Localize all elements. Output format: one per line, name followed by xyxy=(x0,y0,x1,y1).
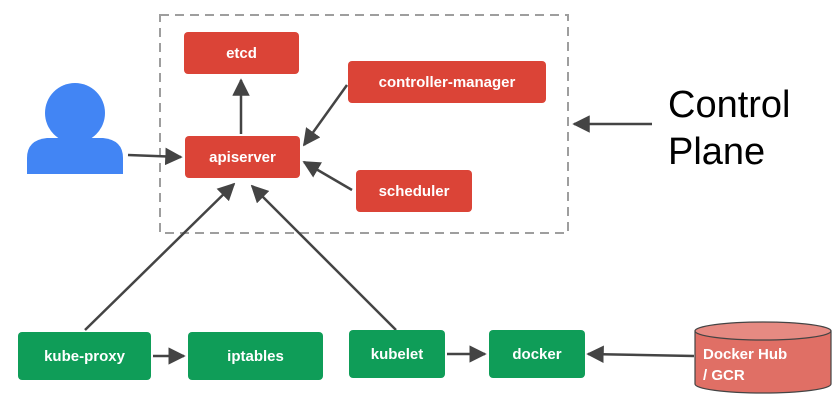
control-plane-label-line2: Plane xyxy=(668,131,765,173)
kubelet-label: kubelet xyxy=(371,346,424,363)
edge-registry-to-docker xyxy=(586,345,695,364)
docker-label: docker xyxy=(512,346,561,363)
edge-scheduler-to-apiserver xyxy=(302,160,353,192)
apiserver-label: apiserver xyxy=(209,149,276,166)
iptables-node: iptables xyxy=(188,332,323,380)
edges xyxy=(84,78,695,365)
controller-manager-node: controller-manager xyxy=(348,61,546,103)
controller-manager-label: controller-manager xyxy=(379,74,516,91)
scheduler-label: scheduler xyxy=(379,183,450,200)
kube-proxy-node: kube-proxy xyxy=(18,332,151,380)
registry-label-line2: / GCR xyxy=(703,367,745,384)
control-plane-border xyxy=(159,14,569,234)
edge-kubelet-to-apiserver xyxy=(250,184,397,331)
edge-user-to-apiserver xyxy=(127,147,183,166)
etcd-node: etcd xyxy=(184,32,299,74)
apiserver-node: apiserver xyxy=(185,136,300,178)
scheduler-node: scheduler xyxy=(356,170,472,212)
edge-controller-manager-to-apiserver xyxy=(302,84,349,147)
docker-node: docker xyxy=(489,330,585,378)
iptables-label: iptables xyxy=(227,348,284,365)
database-cylinder-icon: Docker Hub / GCR xyxy=(694,321,832,394)
kubelet-node: kubelet xyxy=(349,330,445,378)
kube-proxy-label: kube-proxy xyxy=(44,348,126,365)
etcd-label: etcd xyxy=(226,45,257,62)
registry-label-line1: Docker Hub xyxy=(703,346,787,363)
edge-kube-proxy-to-apiserver xyxy=(84,182,236,331)
control-plane-label-line1: Control xyxy=(668,84,791,126)
user-icon xyxy=(27,83,123,174)
